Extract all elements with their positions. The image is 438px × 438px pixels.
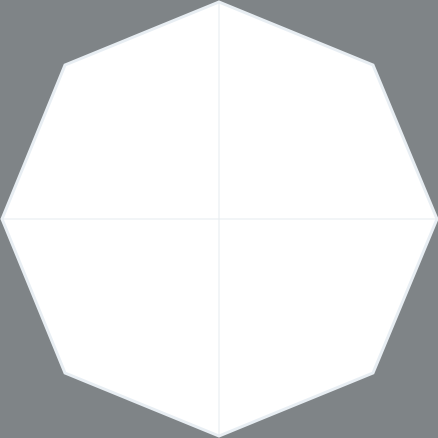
octagon-figure <box>0 0 438 438</box>
canvas <box>0 0 438 438</box>
